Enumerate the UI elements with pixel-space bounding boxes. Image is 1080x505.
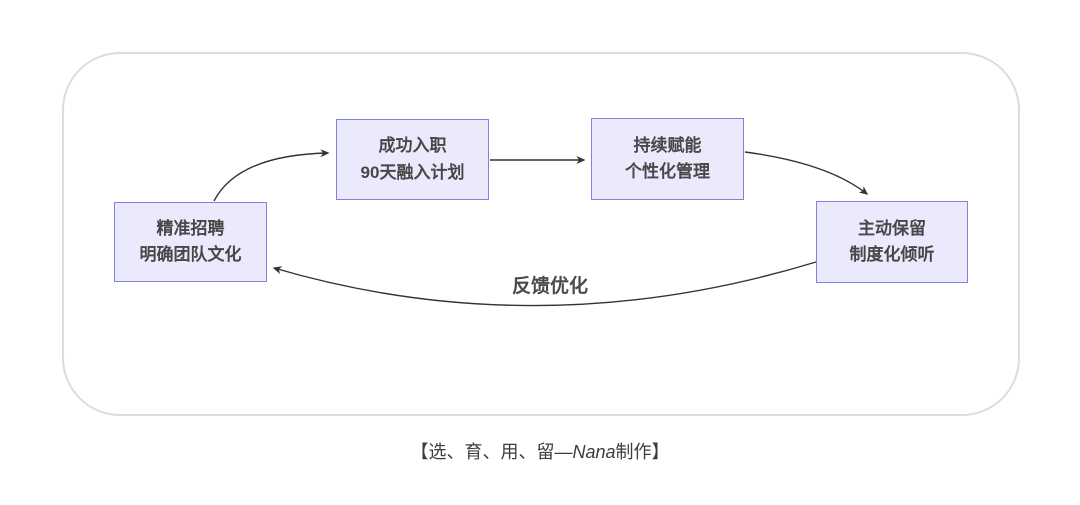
node-line: 成功入职 — [378, 136, 447, 156]
caption-suffix: 制作】 — [615, 442, 670, 462]
node-precise-recruiting: 精准招聘 明确团队文化 — [114, 202, 267, 282]
arrow-retain-to-recruit-feedback — [272, 261, 817, 307]
node-line: 个性化管理 — [625, 162, 710, 181]
node-continuous-empowerment: 持续赋能 个性化管理 — [591, 118, 744, 200]
diagram-caption: 【选、育、用、留—Nana制作】 — [0, 438, 1080, 464]
node-active-retention: 主动保留 制度化倾听 — [816, 201, 968, 283]
node-line: 持续赋能 — [633, 135, 702, 155]
node-line: 精准招聘 — [156, 218, 225, 238]
node-line: 90天融入计划 — [360, 162, 465, 182]
caption-author: Nana — [572, 442, 616, 462]
feedback-edge-label: 反馈优化 — [511, 276, 588, 297]
node-line: 主动保留 — [858, 218, 926, 238]
arrow-empower-to-retain — [744, 151, 869, 195]
node-successful-onboarding: 成功入职 90天融入计划 — [336, 119, 489, 200]
node-line: 明确团队文化 — [139, 245, 242, 264]
caption-prefix: 【选、育、用、留— — [410, 442, 573, 462]
node-line: 制度化倾听 — [849, 245, 935, 264]
arrow-recruit-to-onboard — [213, 149, 330, 202]
